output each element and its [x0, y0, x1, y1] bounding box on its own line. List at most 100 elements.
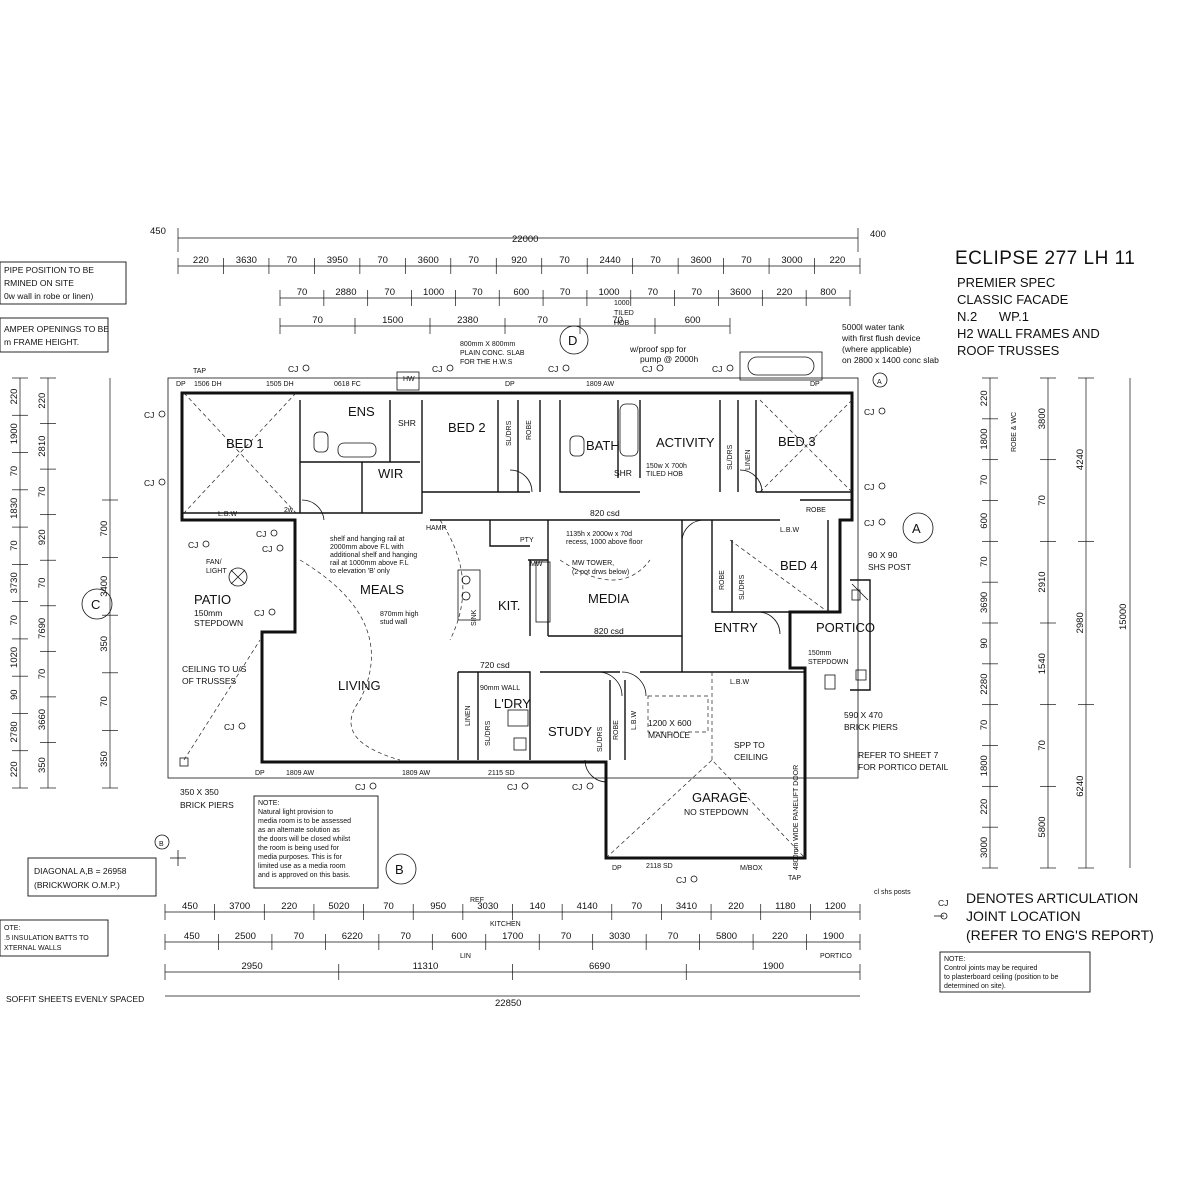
- label-ref: REF: [470, 897, 484, 904]
- dimension-label: 70: [9, 615, 20, 626]
- svg-text:OF TRUSSES: OF TRUSSES: [182, 676, 236, 686]
- note-mw-recess: 1135h x 2000w x 70d recess, 1000 above f…: [566, 531, 643, 546]
- note-stepdown: 150mm STEPDOWN: [808, 650, 848, 666]
- svg-text:MW TOWER,: MW TOWER,: [572, 560, 614, 567]
- cj-joint-icon: [878, 518, 886, 526]
- svg-text:DIAGONAL A,B = 26958: DIAGONAL A,B = 26958: [34, 866, 127, 876]
- svg-text:(BRICKWORK O.M.P.): (BRICKWORK O.M.P.): [34, 880, 120, 890]
- label-dp-2: DP: [505, 381, 515, 388]
- dimension-label: 2950: [241, 961, 262, 972]
- svg-text:stud wall: stud wall: [380, 619, 408, 626]
- svg-text:PLAIN CONC. SLAB: PLAIN CONC. SLAB: [460, 350, 525, 357]
- dimension-label: 3400: [99, 576, 110, 597]
- dimension-label: 1830: [9, 498, 20, 519]
- dimension-label: 70: [384, 287, 395, 298]
- dimension-label: 3700: [229, 901, 250, 912]
- svg-text:BRICK PIERS: BRICK PIERS: [180, 800, 234, 810]
- cj-label: CJ: [224, 722, 234, 732]
- dimension-label: 220: [281, 901, 297, 912]
- room-bed2: BED 2: [448, 420, 486, 435]
- dimension-label: 1900: [823, 931, 844, 942]
- cj-joint-icon: [521, 782, 529, 790]
- label-pty: PTY: [520, 537, 534, 544]
- dimension-label: 220: [979, 390, 990, 406]
- dimension-label: 1540: [1037, 653, 1048, 674]
- dimension-label: 3000: [781, 255, 802, 266]
- svg-text:additional shelf and hanging: additional shelf and hanging: [330, 552, 417, 559]
- cj-label: CJ: [144, 478, 154, 488]
- dimension-label: 350: [37, 757, 48, 773]
- dimension-label: 70: [631, 901, 642, 912]
- svg-text:0w wall in robe or linen): 0w wall in robe or linen): [4, 291, 93, 301]
- svg-text:TILED HOB: TILED HOB: [646, 471, 683, 478]
- svg-text:1000: 1000: [614, 300, 630, 307]
- dimension-label: 600: [451, 931, 467, 942]
- dimension-label: 220: [829, 255, 845, 266]
- cj-joint-icon: [878, 482, 886, 490]
- label-dp: DP: [176, 381, 186, 388]
- svg-text:C: C: [91, 597, 100, 612]
- svg-text:RMINED ON SITE: RMINED ON SITE: [4, 278, 74, 288]
- label-linen: LINEN: [745, 449, 752, 470]
- cj-joint-icon: [202, 540, 210, 548]
- room-activity: ACTIVITY: [656, 435, 715, 450]
- svg-text:590 X 470: 590 X 470: [844, 710, 883, 720]
- cj-label: CJ: [712, 364, 722, 374]
- dimension-label: 5020: [328, 901, 349, 912]
- svg-text:recess, 1000 above floor: recess, 1000 above floor: [566, 539, 643, 546]
- label-lbw: L.B.W: [218, 511, 237, 518]
- svg-text:to plasterboard ceiling (posit: to plasterboard ceiling (position to be: [944, 974, 1059, 981]
- label-garage-door: 4800mm WIDE PANELIFT DOOR: [793, 765, 800, 870]
- svg-text:AMPER OPENINGS TO BE: AMPER OPENINGS TO BE: [4, 324, 109, 334]
- dimension-label: 3600: [690, 255, 711, 266]
- dimension-label: 70: [99, 696, 110, 707]
- dimension-label: 7690: [37, 618, 48, 639]
- label-sink: SINK: [471, 609, 478, 626]
- dimension-label: 1700: [502, 931, 523, 942]
- dimension-label: 1800: [979, 755, 990, 776]
- dimension-label: 90: [979, 638, 990, 649]
- room-bed3: BED 3: [778, 434, 816, 449]
- svg-text:media room is to be assessed: media room is to be assessed: [258, 818, 351, 825]
- svg-text:TILED: TILED: [614, 310, 634, 317]
- dimension-label: 1900: [9, 423, 20, 444]
- dimension-label: 2880: [335, 287, 356, 298]
- note-cl-shs-posts: cl shs posts: [874, 889, 911, 896]
- cj-joint-icon: [158, 478, 166, 486]
- note-fan-light: FAN/ LIGHT: [206, 559, 227, 575]
- svg-text:LIGHT: LIGHT: [206, 568, 227, 575]
- label-sl-drs-5: SL/DRS: [597, 726, 604, 752]
- label-sl-drs-4: SL/DRS: [485, 720, 492, 746]
- dimension-label: 220: [193, 255, 209, 266]
- note-brick-piers: 590 X 470 BRICK PIERS: [844, 710, 898, 732]
- fixture-labels: SHR SHR HW L.B.W L.B.W L.B.W PTY MW HAMP…: [176, 368, 826, 882]
- note-pipe-position: PIPE POSITION TO BE RMINED ON SITE 0w wa…: [0, 261, 127, 305]
- dimension-label: 3800: [1037, 408, 1048, 429]
- room-study: STUDY: [548, 724, 592, 739]
- room-portico: PORTICO: [816, 620, 875, 635]
- room-entry: ENTRY: [714, 620, 758, 635]
- label-tap: TAP: [193, 368, 206, 375]
- dimension-label: 70: [383, 901, 394, 912]
- cj-label: CJ: [288, 364, 298, 374]
- dimension-label: 220: [776, 287, 792, 298]
- right-dimensions: 15000 2201800706007036909022807018002203…: [979, 377, 1131, 869]
- site-marker-a-small: A: [872, 372, 888, 388]
- note-ldry-wall: 90mm WALL: [480, 685, 520, 692]
- cj-joint-icon: [446, 364, 454, 372]
- room-kit: KIT.: [498, 598, 520, 613]
- cj-joint-icon: [270, 529, 278, 537]
- label-robe-2: ROBE: [526, 420, 533, 440]
- dimension-label: 6690: [589, 961, 610, 972]
- svg-text:HOB: HOB: [614, 320, 630, 327]
- svg-text:determined on site).: determined on site).: [944, 983, 1006, 990]
- label-2115-sd: 2115 SD: [488, 770, 515, 777]
- label-1809-aw-2: 1809 AW: [402, 770, 431, 777]
- dimension-label: 2910: [1037, 571, 1048, 592]
- dimension-label: 1200: [825, 901, 846, 912]
- room-living: LIVING: [338, 678, 381, 693]
- dimension-label: 70: [1037, 740, 1048, 751]
- cj-label: CJ: [572, 782, 582, 792]
- legend-articulation: CJ DENOTES ARTICULATION JOINT LOCATION (…: [934, 890, 1154, 943]
